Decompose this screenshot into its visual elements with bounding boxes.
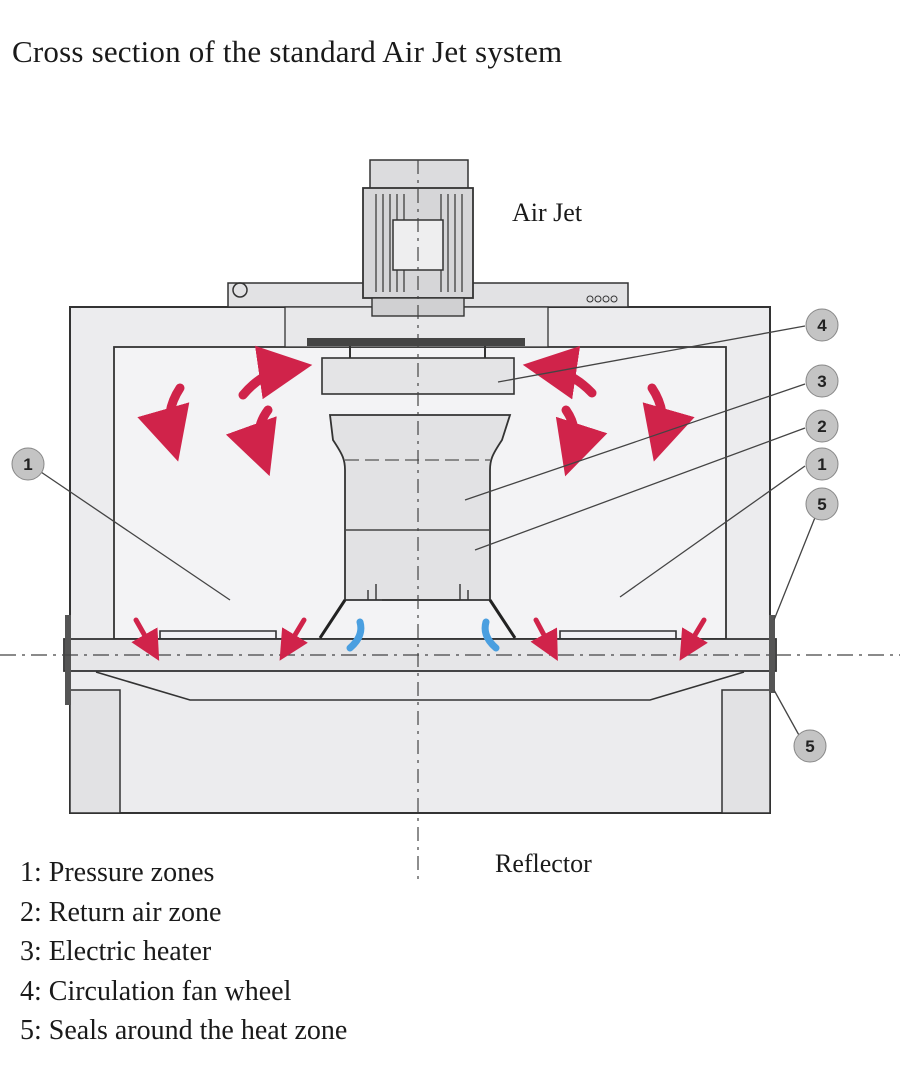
callout-badge-left-1: 1 <box>11 447 45 481</box>
svg-text:4: 4 <box>817 316 827 335</box>
legend-item: 3: Electric heater <box>20 936 212 967</box>
callout-badge-2: 2 <box>805 409 839 443</box>
leader-lines <box>37 325 819 738</box>
seal-right <box>769 615 775 693</box>
hot-air-arrows <box>137 345 695 477</box>
svg-text:5: 5 <box>805 737 814 756</box>
legend-item: 5: Seals around the heat zone <box>20 1015 348 1046</box>
callout-badge-5-top: 5 <box>805 487 839 521</box>
callout-badge-3: 3 <box>805 364 839 398</box>
terminal-strip-icon <box>586 295 618 303</box>
bearing-icon <box>232 282 248 298</box>
pressure-arrows <box>131 617 708 662</box>
air-jet-label: Air Jet <box>512 198 583 227</box>
conveyor-band <box>63 630 777 814</box>
electric-heater <box>318 414 517 639</box>
legend-item: 1: Pressure zones <box>20 857 215 888</box>
svg-text:5: 5 <box>817 495 826 514</box>
svg-text:2: 2 <box>817 417 826 436</box>
legend-item: 2: Return air zone <box>20 896 222 928</box>
page-title: Cross section of the standard Air Jet sy… <box>12 34 563 69</box>
return-air-arrows <box>346 618 500 652</box>
svg-text:3: 3 <box>817 372 826 391</box>
callout-badge-4: 4 <box>805 308 839 342</box>
legend-item: 4: Circulation fan wheel <box>20 975 292 1007</box>
reflector-label: Reflector <box>495 849 592 878</box>
svg-text:1: 1 <box>23 455 32 474</box>
motor <box>362 159 474 317</box>
callout-badge-5-bottom: 5 <box>793 729 827 763</box>
svg-text:1: 1 <box>817 455 826 474</box>
legend: 1: Pressure zones 2: Return air zone 3: … <box>20 853 347 1051</box>
seal-left <box>65 615 71 705</box>
callout-badge-right-1: 1 <box>805 447 839 481</box>
